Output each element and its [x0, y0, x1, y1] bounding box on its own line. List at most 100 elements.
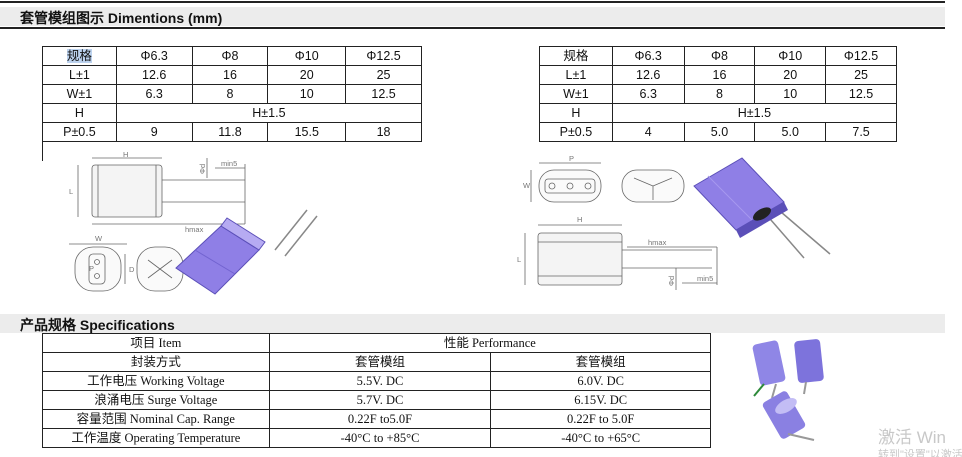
table-cell: 5.0 [683, 122, 756, 142]
table-row: W±1 6.3 8 10 12.5 [539, 84, 897, 104]
table-row: P±0.5 9 11.8 15.5 18 [42, 122, 422, 142]
table-cell: 12.5 [825, 84, 897, 104]
table-cell: 容量范围 Nominal Cap. Range [42, 409, 270, 429]
table-cell: 25 [345, 65, 422, 85]
dim-label-min5: min5 [697, 274, 713, 283]
table-cell: Φ8 [683, 46, 756, 66]
table-row: 工作电压 Working Voltage 5.5V. DC 6.0V. DC [42, 371, 711, 391]
table-row: 容量范围 Nominal Cap. Range 0.22F to5.0F 0.2… [42, 409, 711, 429]
table-cell: 5.5V. DC [268, 371, 492, 391]
dimension-drawing-right: P W H L hmax Φd min5 [517, 154, 831, 290]
table-row: 规格 Φ6.3 Φ8 Φ10 Φ12.5 [42, 46, 422, 66]
table-row: 浪涌电压 Surge Voltage 5.7V. DC 6.15V. DC [42, 390, 711, 410]
table-cell: Φ6.3 [115, 46, 193, 66]
table-cell: 15.5 [267, 122, 347, 142]
table-cell: 6.3 [611, 84, 685, 104]
selected-text: 规格 [66, 49, 92, 63]
table-cell: 7.5 [825, 122, 897, 142]
table-cell: W±1 [42, 84, 117, 104]
table-cell: Φ10 [267, 46, 347, 66]
table-cell: L±1 [539, 65, 613, 85]
table-cell: Φ12.5 [825, 46, 897, 66]
table-cell: 11.8 [191, 122, 269, 142]
dim-label-w: W [523, 181, 531, 190]
activation-watermark: 激活 Win [878, 428, 946, 447]
dim-label-h: H [123, 150, 128, 159]
table-cell: L±1 [42, 65, 117, 85]
table-cell: H [539, 103, 613, 123]
table-cell: Φ6.3 [611, 46, 685, 66]
dim-label-d: Φd [198, 164, 207, 174]
dim-label-hmax: hmax [648, 238, 667, 247]
table-cell: 浪涌电压 Surge Voltage [42, 390, 270, 410]
dim-label-d2: D [129, 265, 135, 274]
activation-watermark-sub: 转到"设置"以激活 [878, 449, 962, 457]
section-header-specifications: 产品规格 Specifications [0, 314, 945, 333]
section-header-dimensions: 套管模组图示 Dimentions (mm) [0, 7, 945, 26]
table-cell: 9 [115, 122, 193, 142]
dim-label-h: H [577, 215, 582, 224]
table-row: L±1 12.6 16 20 25 [42, 65, 422, 85]
dimension-table-right: 规格 Φ6.3 Φ8 Φ10 Φ12.5 L±1 12.6 16 20 25 W… [539, 46, 898, 142]
table-cell: 10 [754, 84, 827, 104]
table-cell: Φ10 [754, 46, 827, 66]
table-cell: 20 [267, 65, 347, 85]
table-cell: 工作电压 Working Voltage [42, 371, 270, 391]
table-cell: 12.5 [345, 84, 422, 104]
table-cell: 6.0V. DC [490, 371, 711, 391]
table-cell: Φ12.5 [345, 46, 422, 66]
table-row: H H±1.5 [539, 103, 898, 123]
dim-label-p: P [89, 264, 94, 273]
table-left-border-extension [42, 141, 43, 161]
table-cell: 工作温度 Operating Temperature [42, 428, 270, 448]
section-rule [0, 27, 945, 29]
table-row: W±1 6.3 8 10 12.5 [42, 84, 422, 104]
table-row: H H±1.5 [42, 103, 423, 123]
table-cell: P±0.5 [42, 122, 117, 142]
table-cell: 16 [191, 65, 269, 85]
table-header-cell: 项目 Item [42, 333, 270, 353]
section-title-dimensions: 套管模组图示 Dimentions (mm) [20, 10, 223, 26]
dim-label-w: W [95, 234, 103, 243]
table-cell: 20 [754, 65, 827, 85]
table-row: 工作温度 Operating Temperature -40°C to +85°… [42, 428, 711, 448]
capacitor-image-left [175, 209, 318, 295]
table-cell: 0.22F to 5.0F [490, 409, 711, 429]
table-header-cell: 性能 Performance [268, 333, 712, 353]
table-cell: -40°C to +85°C [268, 428, 492, 448]
dim-label-min5: min5 [221, 159, 237, 168]
table-cell: W±1 [539, 84, 613, 104]
table-cell: 规格 [539, 46, 613, 66]
dimension-table-left: 规格 Φ6.3 Φ8 Φ10 Φ12.5 L±1 12.6 16 20 25 W… [42, 46, 423, 142]
table-row: 项目 Item 性能 Performance [42, 333, 712, 353]
table-cell: P±0.5 [539, 122, 613, 142]
table-cell: 5.0 [754, 122, 827, 142]
table-cell: H±1.5 [115, 103, 423, 123]
table-cell: 25 [825, 65, 897, 85]
capacitor-image-right [693, 157, 831, 259]
table-cell: 封装方式 [42, 352, 270, 372]
table-cell: 6.15V. DC [490, 390, 711, 410]
table-cell: 10 [267, 84, 347, 104]
table-cell: H±1.5 [611, 103, 898, 123]
table-cell: 套管模组 [490, 352, 711, 372]
table-row: 规格 Φ6.3 Φ8 Φ10 Φ12.5 [539, 46, 897, 66]
section-title-specifications: 产品规格 Specifications [20, 317, 175, 333]
specifications-table: 项目 Item 性能 Performance 封装方式 套管模组 套管模组 工作… [42, 333, 712, 448]
dim-label-l: L [517, 255, 521, 264]
product-photo [728, 336, 878, 446]
table-cell: -40°C to +65°C [490, 428, 711, 448]
table-cell: 套管模组 [268, 352, 492, 372]
dim-label-hmax: hmax [185, 225, 204, 234]
table-cell: 4 [611, 122, 685, 142]
dim-label-d: Φd [667, 276, 676, 286]
table-cell: Φ8 [191, 46, 269, 66]
table-cell: 5.7V. DC [268, 390, 492, 410]
table-cell: 8 [191, 84, 269, 104]
table-cell: 18 [345, 122, 422, 142]
table-cell: 规格 [42, 46, 117, 66]
table-cell: 16 [683, 65, 756, 85]
table-cell: H [42, 103, 117, 123]
dimension-drawing-left: H Φd min5 L hmax W P D [69, 150, 318, 295]
table-row: P±0.5 4 5.0 5.0 7.5 [539, 122, 897, 142]
